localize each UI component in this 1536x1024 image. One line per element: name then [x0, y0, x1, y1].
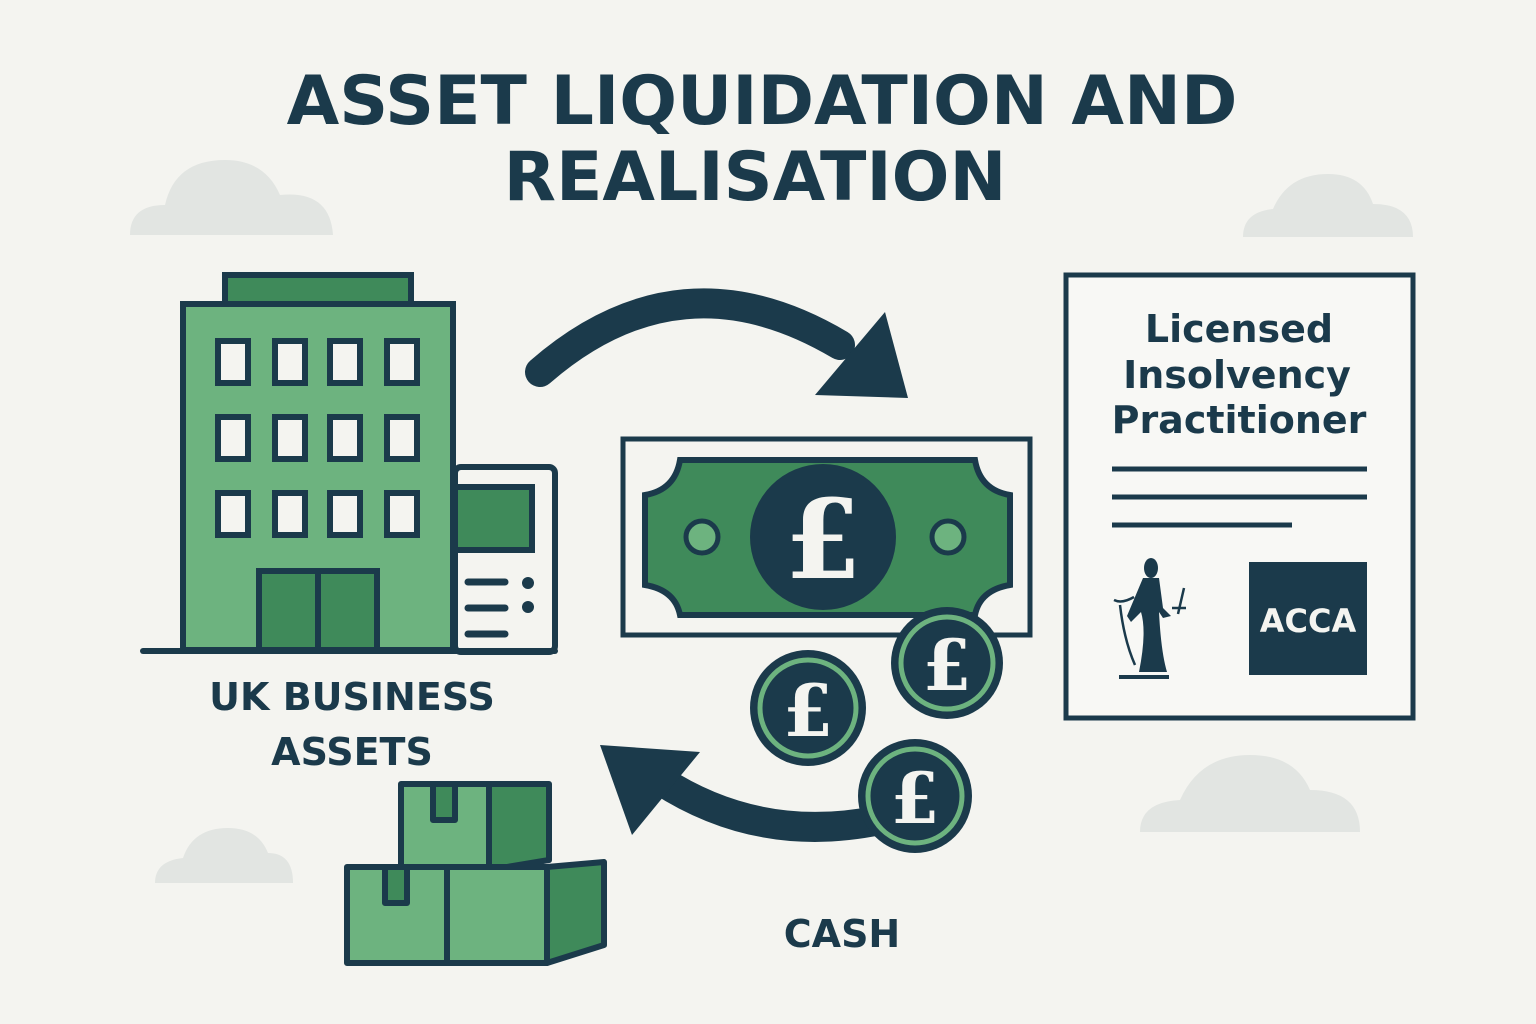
arrow-left-icon: [600, 745, 895, 842]
assets-label-line-1: UK BUSINESS: [209, 675, 495, 719]
coin-icon: £: [750, 650, 866, 766]
arrow-right-icon: [525, 288, 908, 398]
banknote-icon: £: [620, 436, 1033, 638]
coin-pound: £: [923, 624, 972, 707]
coin-pound: £: [891, 757, 940, 840]
acca-logo-text: ACCA: [1260, 602, 1357, 640]
coin-icon: £: [891, 607, 1003, 719]
title-line-1: ASSET LIQUIDATION AND: [287, 62, 1238, 141]
acca-logo: [1249, 562, 1367, 675]
cloud-icon: [155, 828, 293, 883]
pound-symbol: £: [785, 475, 862, 604]
cloud-icon: [1243, 174, 1413, 237]
boxes-icon: [344, 781, 607, 966]
certificate-line-2: Insolvency: [1123, 353, 1351, 397]
cloud-icons: [130, 160, 1413, 883]
coin-pound: £: [783, 668, 833, 753]
assets-label-line-2: ASSETS: [271, 730, 433, 774]
title-line-2: REALISATION: [504, 138, 1007, 217]
certificate-line-3: Practitioner: [1112, 398, 1367, 442]
cloud-icon: [130, 160, 333, 235]
certificate-line-1: Licensed: [1145, 307, 1333, 351]
coins: £ £ £: [750, 607, 1003, 853]
certificate: Licensed Insolvency Practitioner ACCA: [1063, 272, 1416, 721]
coin-icon: £: [858, 739, 972, 853]
building-icon: [140, 272, 558, 655]
justice-figure-icon: [1113, 558, 1186, 679]
cash-label: CASH: [784, 912, 900, 956]
cloud-icon: [1140, 755, 1360, 832]
text-lines: [1112, 466, 1367, 528]
